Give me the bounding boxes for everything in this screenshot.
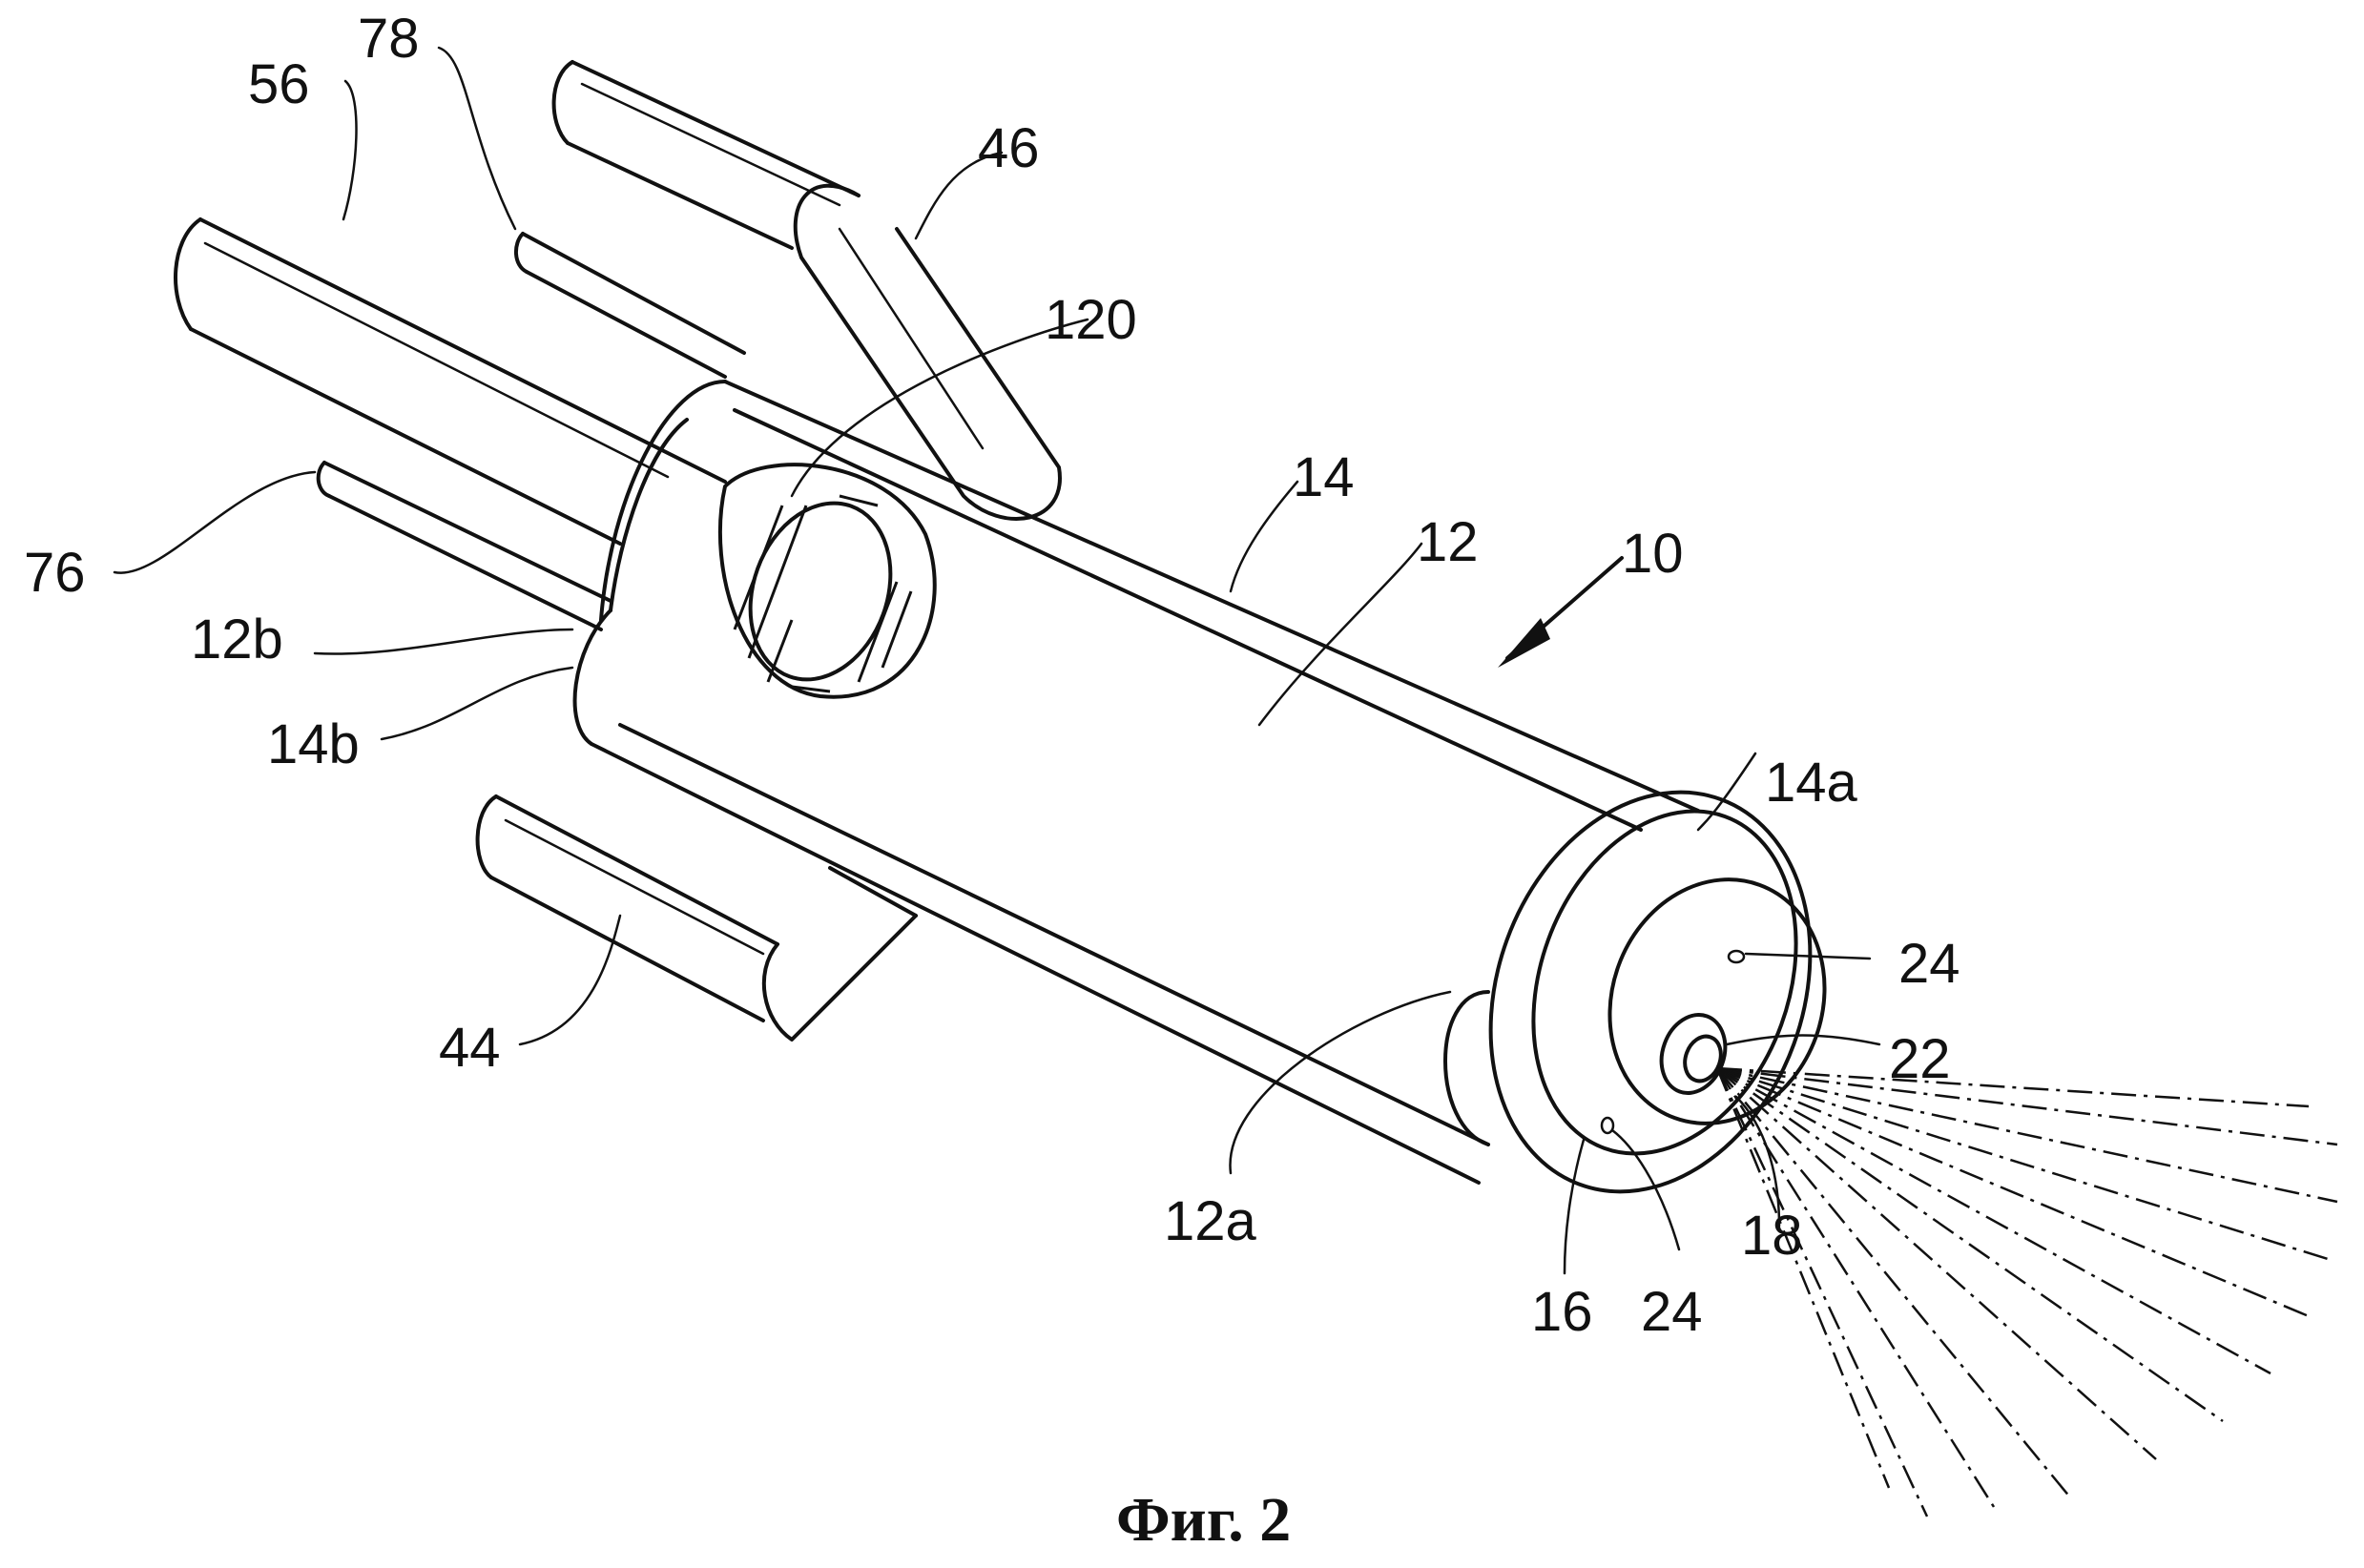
label-12b: 12b xyxy=(191,609,283,671)
label-44: 44 xyxy=(439,1017,501,1079)
label-12: 12 xyxy=(1417,511,1479,573)
label-16: 16 xyxy=(1531,1281,1593,1343)
label-120: 120 xyxy=(1045,289,1137,351)
label-12a: 12a xyxy=(1164,1190,1257,1252)
spray-pattern xyxy=(1717,1068,2337,1516)
label-18: 18 xyxy=(1741,1205,1803,1267)
rod-76 xyxy=(319,463,611,629)
label-14b: 14b xyxy=(267,713,360,775)
label-46: 46 xyxy=(978,117,1040,179)
label-76: 76 xyxy=(24,542,86,604)
label-78: 78 xyxy=(358,8,420,70)
bore-section-120 xyxy=(720,464,935,699)
label-14: 14 xyxy=(1293,446,1355,508)
label-24-top: 24 xyxy=(1898,933,1960,995)
label-24-bottom: 24 xyxy=(1641,1281,1703,1343)
arrow-10 xyxy=(1498,558,1622,668)
label-10: 10 xyxy=(1622,523,1684,585)
tube-56 xyxy=(176,219,725,544)
label-56: 56 xyxy=(248,53,310,115)
label-22: 22 xyxy=(1889,1028,1951,1090)
reference-labels: 56 78 46 120 14 12 10 76 12b 14b 14a 24 … xyxy=(24,8,1960,1343)
tube-44 xyxy=(478,796,916,1040)
rod-78 xyxy=(516,234,744,377)
front-end-assembly xyxy=(1437,747,1864,1237)
label-14a: 14a xyxy=(1765,752,1858,814)
figure-caption: Фиг. 2 xyxy=(1116,1485,1291,1555)
leader-lines xyxy=(114,48,1879,1273)
outer-sleeve-14 xyxy=(575,382,1698,1183)
